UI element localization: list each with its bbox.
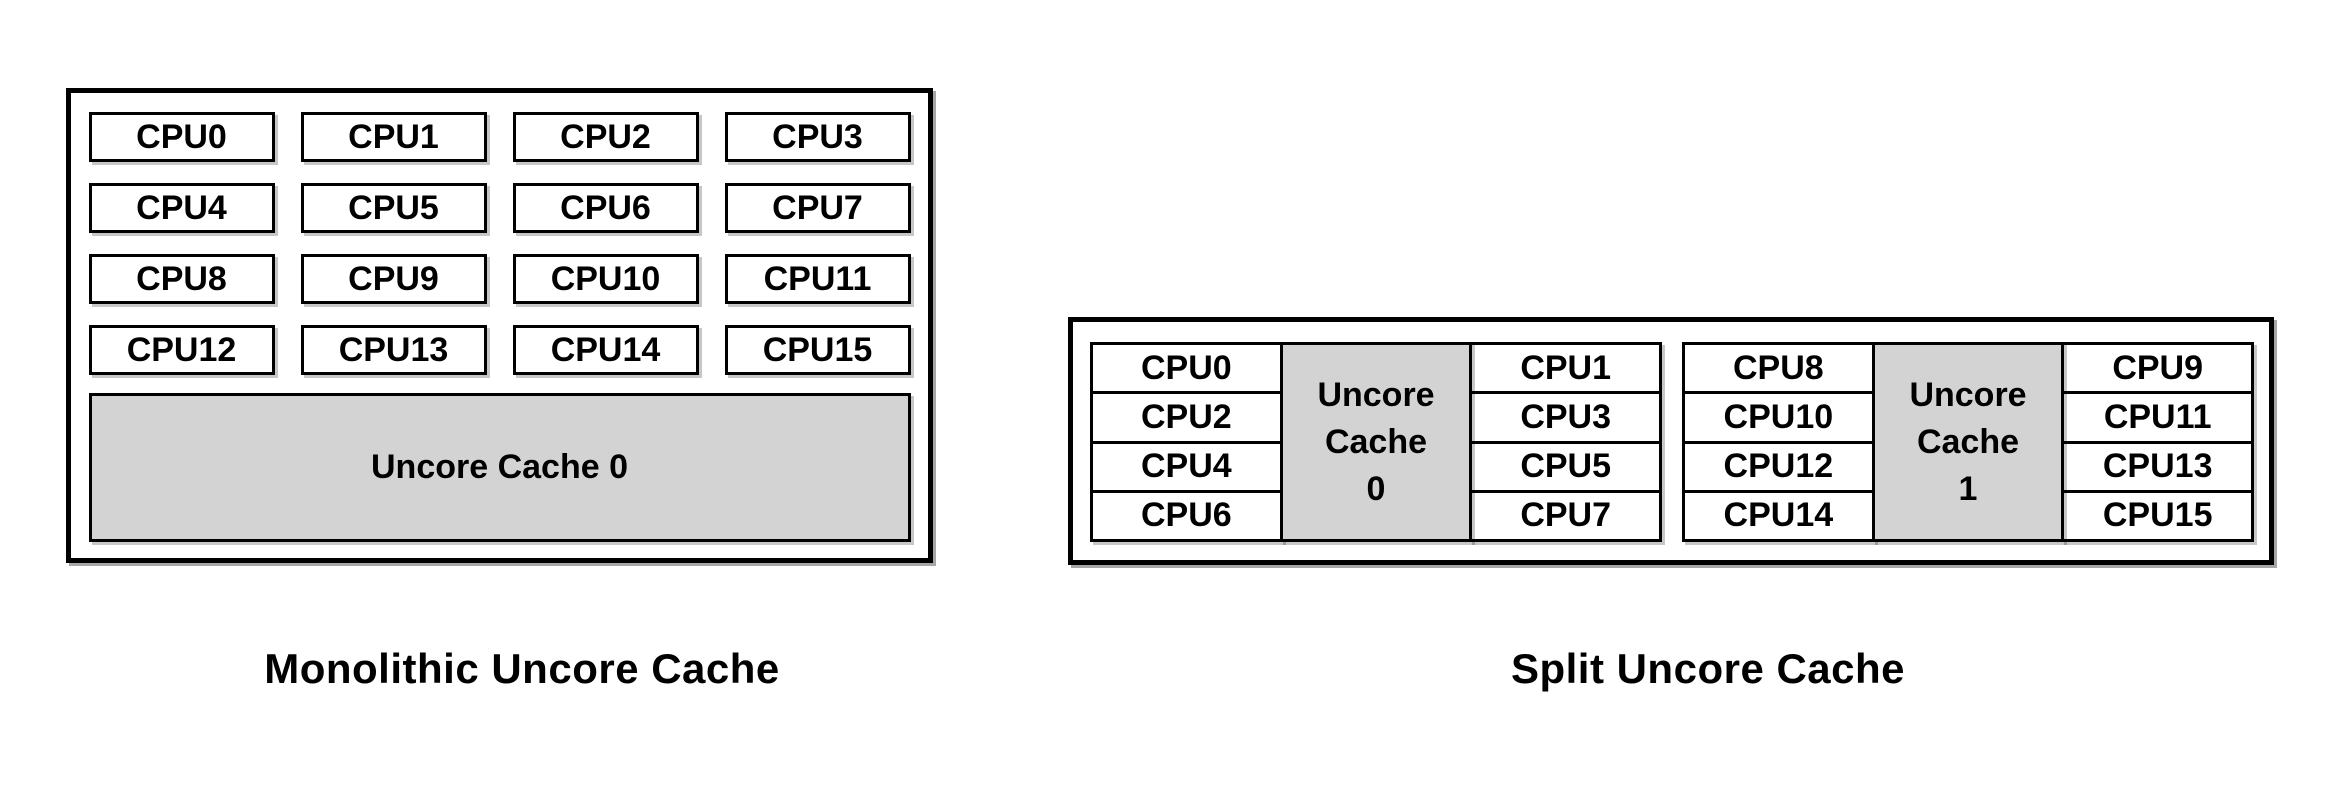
cpu-label: CPU0	[136, 117, 227, 156]
uncore-cache-1-split-box: Uncore Cache 1	[1871, 342, 2065, 542]
cpu-column: CPU8 CPU10 CPU12 CPU14	[1682, 342, 1875, 542]
split-diagram-title: Split Uncore Cache	[1510, 645, 1906, 692]
cpu-cell: CPU11	[2064, 394, 2252, 444]
cpu-cell: CPU1	[1472, 345, 1660, 395]
cpu-label: CPU14	[550, 330, 661, 369]
cpu-box: CPU5	[300, 183, 487, 233]
cpu-label: CPU10	[550, 259, 661, 298]
cpu-label: CPU2	[560, 117, 651, 156]
cpu-box: CPU12	[88, 325, 275, 375]
cpu-cell: CPU13	[2064, 444, 2252, 493]
uncore-cache-line: Uncore	[1909, 375, 2027, 414]
cpu-cell: CPU8	[1685, 345, 1872, 395]
cpu-label: CPU1	[348, 117, 439, 156]
cpu-cell: CPU2	[1093, 394, 1280, 444]
uncore-cache-0-split-box: Uncore Cache 0	[1279, 342, 1473, 542]
cpu-box: CPU8	[88, 254, 275, 304]
cpu-box: CPU14	[512, 325, 699, 375]
cpu-box: CPU7	[724, 183, 911, 233]
cpu-cell: CPU9	[2064, 345, 2252, 395]
cpu-cell: CPU6	[1140, 496, 1232, 535]
cache-cluster-1: CPU8 CPU10 CPU12 CPU14 Uncore Cache 1 CP…	[1682, 342, 2255, 542]
cpu-cell: CPU10	[1685, 394, 1872, 444]
uncore-cache-line: 1	[1958, 469, 1978, 508]
cpu-cell: CPU5	[1472, 444, 1660, 493]
cpu-box: CPU15	[724, 325, 911, 375]
cpu-cell: CPU7	[1520, 496, 1612, 535]
monolithic-diagram: CPU0 CPU1 CPU2 CPU3 CPU4 CPU5 CPU6 CPU7 …	[66, 88, 933, 563]
cpu-box: CPU6	[512, 183, 699, 233]
cache-cluster-0: CPU0 CPU2 CPU4 CPU6 Uncore Cache 0 CPU1 …	[1090, 342, 1663, 542]
cpu-column: CPU9 CPU11 CPU13 CPU15	[2061, 342, 2255, 542]
cpu-cell: CPU12	[1685, 444, 1872, 493]
cpu-label: CPU7	[772, 188, 863, 227]
cpu-label: CPU6	[560, 188, 651, 227]
cpu-label: CPU8	[136, 259, 227, 298]
cpu-cell: CPU15	[2102, 496, 2213, 535]
uncore-cache-line: Cache	[1324, 422, 1428, 461]
cpu-label: CPU4	[136, 188, 227, 227]
split-diagram: CPU0 CPU2 CPU4 CPU6 Uncore Cache 0 CPU1 …	[1068, 317, 2274, 565]
cpu-box: CPU10	[512, 254, 699, 304]
cpu-label: CPU3	[772, 117, 863, 156]
cpu-box: CPU9	[300, 254, 487, 304]
uncore-cache-line: 0	[1366, 469, 1386, 508]
cpu-box: CPU4	[88, 183, 275, 233]
cpu-label: CPU9	[348, 259, 439, 298]
monolithic-diagram-title: Monolithic Uncore Cache	[264, 645, 780, 692]
uncore-cache-0-box: Uncore Cache 0	[88, 393, 911, 542]
cpu-cell: CPU4	[1093, 444, 1280, 493]
cpu-label: CPU12	[126, 330, 237, 369]
cpu-label: CPU13	[338, 330, 449, 369]
cpu-box: CPU2	[512, 112, 699, 162]
cpu-label: CPU5	[348, 188, 439, 227]
cpu-column: CPU1 CPU3 CPU5 CPU7	[1469, 342, 1663, 542]
cpu-box: CPU1	[300, 112, 487, 162]
cpu-box: CPU13	[300, 325, 487, 375]
monolithic-cpu-grid: CPU0 CPU1 CPU2 CPU3 CPU4 CPU5 CPU6 CPU7 …	[71, 112, 928, 375]
cpu-box: CPU0	[88, 112, 275, 162]
cpu-box: CPU3	[724, 112, 911, 162]
cpu-box: CPU11	[724, 254, 911, 304]
cpu-label: CPU15	[762, 330, 873, 369]
uncore-cache-line: Uncore	[1317, 375, 1435, 414]
cpu-cell: CPU0	[1093, 345, 1280, 395]
cpu-cell: CPU3	[1472, 394, 1660, 444]
uncore-cache-0-label: Uncore Cache 0	[371, 448, 628, 486]
cpu-label: CPU11	[763, 259, 872, 298]
cpu-column: CPU0 CPU2 CPU4 CPU6	[1090, 342, 1283, 542]
uncore-cache-line: Cache	[1916, 422, 2020, 461]
cpu-cell: CPU14	[1723, 496, 1834, 535]
